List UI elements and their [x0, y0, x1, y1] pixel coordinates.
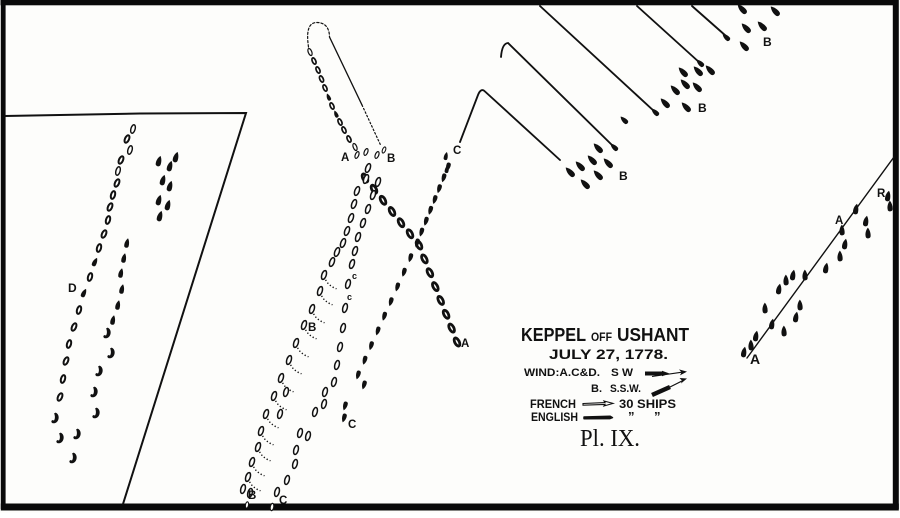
svg-text:D: D	[68, 281, 77, 295]
svg-text:KEPPEL: KEPPEL	[521, 325, 586, 345]
svg-text:30 SHIPS: 30 SHIPS	[619, 399, 676, 411]
svg-text:B: B	[387, 153, 395, 165]
svg-text:A: A	[341, 152, 349, 164]
svg-text:OFF: OFF	[591, 332, 612, 344]
svg-text:ENGLISH: ENGLISH	[531, 412, 578, 424]
svg-text:C: C	[453, 145, 461, 157]
svg-text:B: B	[619, 169, 628, 183]
svg-text:B: B	[763, 35, 772, 49]
svg-text:B: B	[698, 101, 707, 115]
svg-text:USHANT: USHANT	[617, 325, 689, 345]
svg-text:A: A	[750, 351, 760, 367]
svg-text:JULY 27, 1778.: JULY 27, 1778.	[549, 347, 668, 362]
svg-text:c: c	[347, 292, 352, 302]
svg-text:FRENCH: FRENCH	[530, 399, 576, 411]
svg-text:B: B	[248, 490, 256, 502]
svg-text:C: C	[279, 495, 287, 507]
svg-text:C: C	[348, 419, 356, 431]
svg-text:B.: B.	[591, 383, 602, 395]
svg-text:A: A	[835, 215, 843, 227]
svg-text:B: B	[308, 322, 316, 334]
svg-text:Pl. IX.: Pl. IX.	[580, 425, 640, 452]
svg-text:WIND:A.C&D.: WIND:A.C&D.	[524, 367, 600, 379]
svg-text:”: ”	[654, 409, 661, 424]
svg-text:R: R	[877, 188, 886, 200]
svg-text:S.S.W.: S.S.W.	[610, 383, 641, 395]
svg-text:S W: S W	[611, 367, 634, 379]
svg-text:c: c	[352, 271, 357, 281]
svg-text:A: A	[461, 338, 469, 350]
svg-text:”: ”	[628, 409, 635, 424]
